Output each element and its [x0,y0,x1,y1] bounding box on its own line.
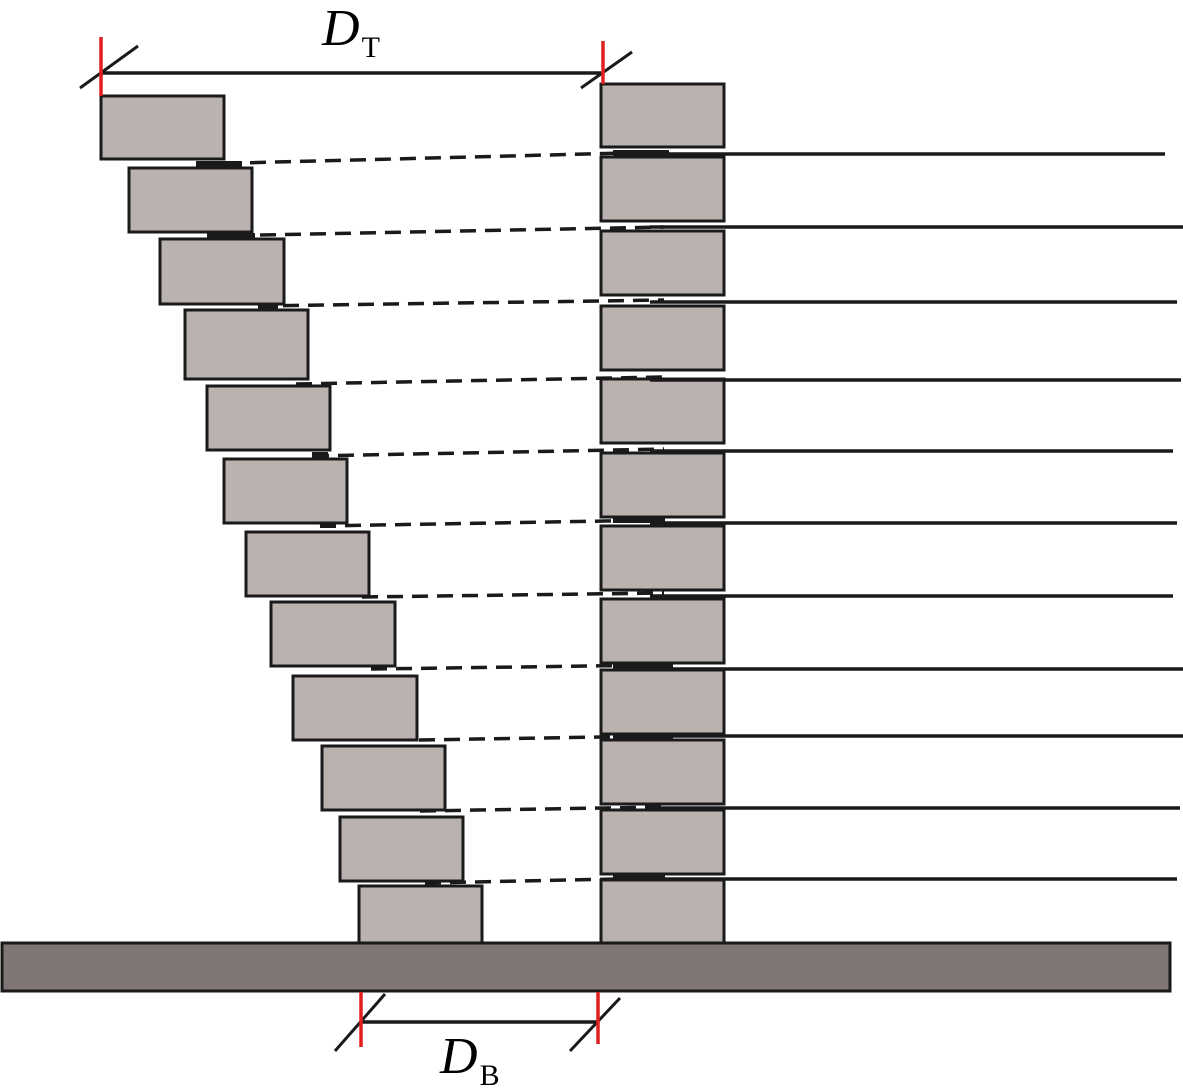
base-slab [0,941,1172,993]
left-block [158,237,286,306]
left-block [338,815,465,883]
joint-mark [613,663,673,669]
bottom-right-tick [568,996,622,1053]
right-block-column [599,82,726,945]
left-block [183,308,310,381]
right-block [599,524,726,592]
joint-mark [613,517,665,523]
right-block [599,597,726,665]
bottom-dimension-symbol: D [439,1028,478,1085]
solid-reinforcement-lines [650,152,1183,881]
dashed-tie-line [319,518,665,528]
dashed-tie-line [361,591,665,599]
left-block [357,884,484,945]
joint-mark [258,303,278,309]
dashed-tie-line [257,298,665,308]
right-block [599,808,726,876]
dashed-tie-line [312,447,665,458]
right-block [599,738,726,806]
dashed-tie-line [419,805,665,813]
joint-marks [196,150,673,881]
top-left-tick [79,44,139,90]
left-block [291,674,419,742]
joint-mark [207,233,255,239]
dashed-tie-line [295,375,665,386]
left-block [99,94,226,161]
left-block [244,530,371,598]
bottom-dimension-subscript: B [480,1059,500,1088]
left-block [127,166,254,234]
top-dimension: DT [79,0,633,96]
dashed-tie-line [199,150,665,166]
left-block [205,384,332,452]
left-block [222,457,349,525]
dashed-tie-line [424,876,665,885]
joint-mark [196,161,242,167]
top-dimension-subscript: T [362,31,380,64]
top-right-tick [580,50,633,90]
joint-mark [613,875,665,881]
top-dimension-symbol: D [321,0,360,57]
left-block-column [99,94,484,945]
joint-mark [613,733,673,739]
top-dimension-label: DT [321,0,380,64]
left-block [320,744,447,812]
joint-mark [320,522,336,528]
bottom-dimension: DB [333,992,622,1088]
joint-mark [312,452,328,458]
dashed-tie-line [209,225,665,238]
right-block [599,451,726,519]
joint-mark [613,150,669,156]
left-block [269,600,397,668]
right-block [599,155,726,223]
dashed-tie-lines [199,150,665,885]
right-block [599,668,726,736]
right-block [599,377,726,445]
right-block [599,229,726,297]
right-block [599,878,726,945]
bottom-dimension-label: DB [439,1028,500,1088]
right-block [599,82,726,149]
right-block [599,304,726,372]
